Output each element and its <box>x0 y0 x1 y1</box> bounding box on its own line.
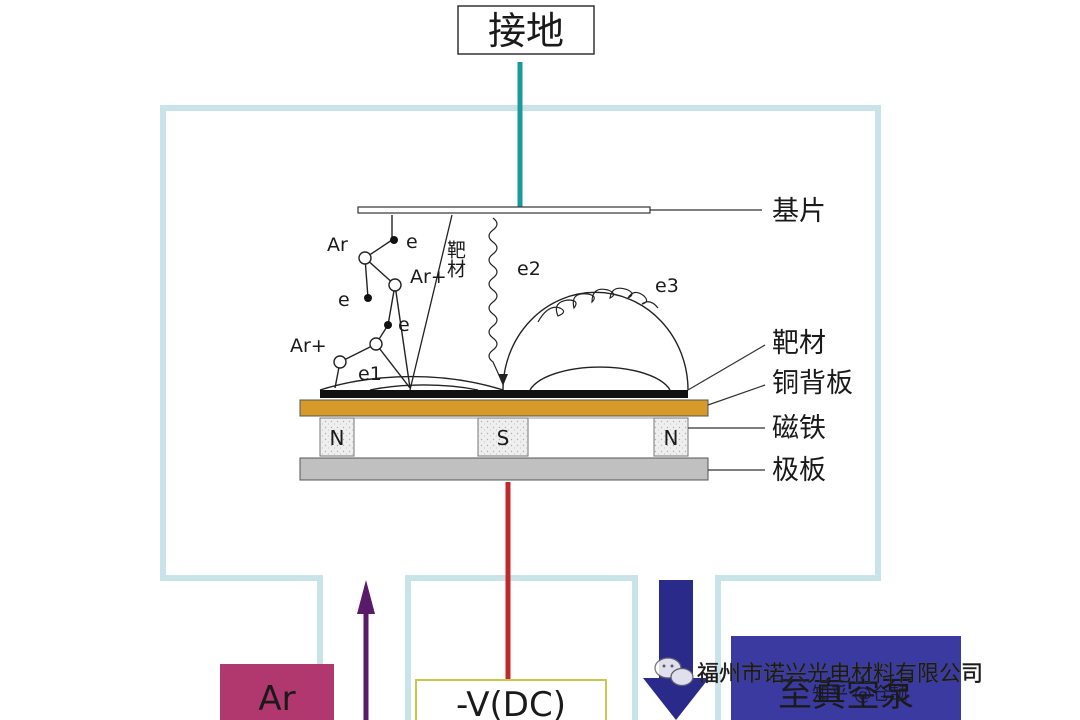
ar-atoms <box>333 251 402 369</box>
ar-atom-top <box>358 251 372 265</box>
target-ion-trajectory <box>409 214 453 391</box>
target-layer <box>320 390 688 398</box>
copper-backing-plate <box>299 399 709 417</box>
ground-label: 接地 <box>488 9 564 53</box>
chamber-inner-port <box>405 575 638 720</box>
magnet-right-pole: N <box>664 426 679 450</box>
copper-backing-label: 铜背板 <box>772 368 853 399</box>
vacuum-box-label: 至真空泵 <box>778 675 914 715</box>
ar-plus-left-label: Ar+ <box>290 335 327 357</box>
substrate-label: 基片 <box>772 196 826 227</box>
vacuum-arrow-head <box>643 678 709 720</box>
magnet-left-pole: N <box>330 426 345 450</box>
field-arc-inner-right <box>529 366 671 391</box>
ar-box <box>220 664 334 720</box>
target-vertical-label: 靶材 <box>444 240 466 278</box>
ar-atom-low <box>369 337 383 351</box>
target-leader <box>687 344 766 391</box>
electron-top <box>390 236 398 244</box>
e2-arrow-head <box>498 374 508 386</box>
vacuum-box <box>731 636 961 720</box>
magnet-label: 磁铁 <box>772 413 826 444</box>
plate-label: 极板 <box>772 455 826 486</box>
voltage-box <box>415 679 607 720</box>
magnet-center <box>477 417 529 457</box>
field-arc-outer-left <box>319 375 504 391</box>
substrate <box>357 206 651 214</box>
ar-box-label: Ar <box>258 679 295 719</box>
e-left-label: e <box>338 289 350 311</box>
ar-top-label: Ar <box>327 234 348 256</box>
electrons <box>364 236 398 329</box>
copper-backing-leader <box>707 384 766 406</box>
e3-label: e3 <box>655 275 679 297</box>
ar-plus-mid-label: Ar+ <box>410 266 447 288</box>
electron-mid <box>384 321 392 329</box>
ar-atom-left <box>333 355 347 369</box>
field-arc-outer-right <box>502 291 689 391</box>
magnet-center-pole: S <box>497 426 510 450</box>
watermark-zhihu: 知乎 @仓颉 <box>812 684 908 705</box>
e3-spiral-path <box>537 287 659 323</box>
field-arc-inner-left <box>369 384 479 391</box>
e-top-label: e <box>406 231 418 253</box>
e1-label: e1 <box>358 363 382 385</box>
magnet-right <box>653 417 689 457</box>
e2-label: e2 <box>517 258 541 280</box>
voltage-label: -V(DC) <box>456 685 566 720</box>
electrode-plate <box>299 457 709 481</box>
ar-atom-mid <box>388 278 402 292</box>
watermark-company: 福州市诺兴光电材料有限公司 <box>697 662 983 687</box>
magnet-left <box>319 417 355 457</box>
target-label: 靶材 <box>772 328 826 359</box>
ar-inlet-arrow-head <box>357 580 375 614</box>
e-mid-label: e <box>398 314 410 336</box>
e2-spiral-path <box>488 217 504 385</box>
wechat-icon <box>654 657 694 687</box>
electron-left <box>364 294 372 302</box>
ground-label-box <box>457 5 595 55</box>
